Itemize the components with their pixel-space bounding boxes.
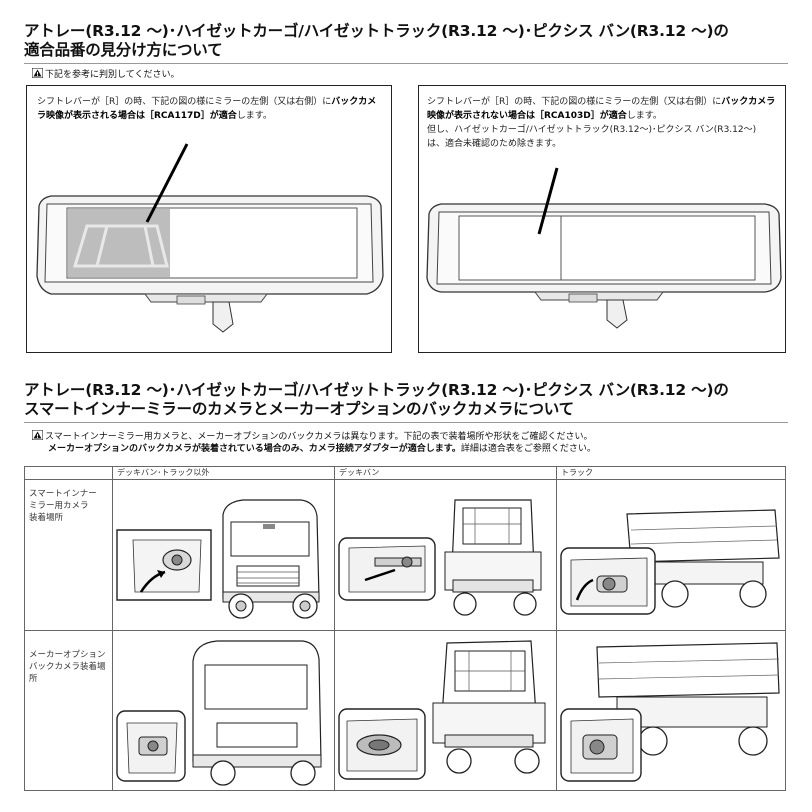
table-row: スマートインナー ミラー用カメラ 装着場所 — [24, 479, 786, 631]
cell-van-maker-camera — [112, 630, 335, 791]
right-panel-text-e: は、適合未確認のため除きます。 — [427, 139, 562, 149]
right-panel-text-a: シフトレバーが［R］の時、下記の図の様にミラーの左側（又は右側）に — [427, 97, 722, 107]
left-panel-text: シフトレバーが［R］の時、下記の図の様にミラーの左側（又は右側）にバックカメラ映… — [37, 95, 385, 123]
right-panel-text-bold: バックカメラ映像が表示されない場合は［RCA103D］が適合 — [427, 97, 776, 121]
deckvan-rear-smart-camera-illustration — [338, 499, 542, 616]
table-header-row: デッキバン･トラック以外 デッキバン トラック — [24, 466, 786, 480]
van-rear-maker-camera-illustration — [116, 640, 322, 786]
deckvan-rear-maker-camera-illustration — [338, 640, 546, 780]
row2-label-line2: バックカメラ装着場所 — [29, 662, 106, 684]
table-header-empty — [24, 466, 113, 480]
mirror-panel-rca103d: シフトレバーが［R］の時、下記の図の様にミラーの左側（又は右側）にバックカメラ映… — [418, 85, 786, 353]
row1-label-line2: ミラー用カメラ — [29, 501, 89, 511]
van-rear-smart-camera-illustration — [116, 499, 320, 619]
right-panel-text-c: します。 — [626, 111, 662, 121]
section2-note-bold: メーカーオプションのバックカメラが装着されている場合のみ、カメラ接続アダプターが… — [48, 444, 461, 454]
left-panel-text-a: シフトレバーが［R］の時、下記の図の様にミラーの左側（又は右側）に — [37, 97, 332, 107]
cell-deckvan-smart-camera — [334, 479, 557, 631]
cell-truck-maker-camera — [556, 630, 786, 791]
right-panel-text: シフトレバーが［R］の時、下記の図の様にミラーの左側（又は右側）にバックカメラ映… — [427, 95, 779, 151]
section1-title-line1: アトレー(R3.12 ～)･ハイゼットカーゴ/ハイゼットトラック(R3.12 ～… — [24, 22, 729, 40]
section2-note-text1: スマートインナーミラー用カメラと、メーカーオプションのバックカメラは異なります。… — [45, 432, 593, 442]
section2-note-line1: スマートインナーミラー用カメラと、メーカーオプションのバックカメラは異なります。… — [32, 430, 592, 443]
section1-divider — [24, 63, 788, 64]
section1-note-text: 下記を参考に判別してください。 — [45, 70, 180, 80]
section2-title-line1: アトレー(R3.12 ～)･ハイゼットカーゴ/ハイゼットトラック(R3.12 ～… — [24, 381, 729, 399]
table-header-truck: トラック — [556, 466, 786, 480]
section1-note: 下記を参考に判別してください。 — [32, 68, 179, 81]
right-panel-text-d: 但し、ハイゼットカーゴ/ハイゼットトラック(R3.12～)･ピクシス バン(R3… — [427, 125, 757, 135]
cell-van-smart-camera — [112, 479, 335, 631]
section2-note-tail: 詳細は適合表をご参照ください。 — [460, 444, 596, 454]
section2-note-line2: メーカーオプションのバックカメラが装着されている場合のみ、カメラ接続アダプターが… — [48, 443, 596, 455]
left-panel-text-bold: バックカメラ映像が表示される場合は［RCA117D］が適合 — [37, 97, 377, 121]
cell-deckvan-maker-camera — [334, 630, 557, 791]
row2-label-line1: メーカーオプション — [29, 650, 106, 660]
section2-divider — [24, 422, 788, 423]
mirror-illustration-with-camera-view — [36, 143, 384, 333]
truck-rear-smart-camera-illustration — [560, 509, 780, 615]
row1-label-line3: 装着場所 — [29, 513, 64, 523]
cell-truck-smart-camera — [556, 479, 786, 631]
truck-rear-maker-camera-illustration — [560, 642, 780, 782]
mirror-panel-rca117d: シフトレバーが［R］の時、下記の図の様にミラーの左側（又は右側）にバックカメラ映… — [26, 85, 392, 353]
warning-triangle-icon — [32, 430, 43, 440]
left-panel-text-c: します。 — [236, 111, 272, 121]
row1-label-line1: スマートインナー — [29, 489, 97, 499]
table-header-deckvan: デッキバン — [334, 466, 557, 480]
camera-location-table: デッキバン･トラック以外 デッキバン トラック スマートインナー ミラー用カメラ… — [24, 466, 786, 791]
section2-title-line2: スマートインナーミラーのカメラとメーカーオプションのバックカメラについて — [24, 400, 574, 418]
section1-title-line2: 適合品番の見分け方について — [24, 41, 223, 59]
table-row: メーカーオプション バックカメラ装着場所 — [24, 630, 786, 791]
mirror-illustration-without-camera-view — [426, 167, 782, 329]
row-label-smart-mirror-camera: スマートインナー ミラー用カメラ 装着場所 — [24, 479, 113, 631]
warning-triangle-icon — [32, 68, 43, 78]
table-header-not-deckvan: デッキバン･トラック以外 — [112, 466, 335, 480]
row-label-maker-option-camera: メーカーオプション バックカメラ装着場所 — [24, 630, 113, 791]
